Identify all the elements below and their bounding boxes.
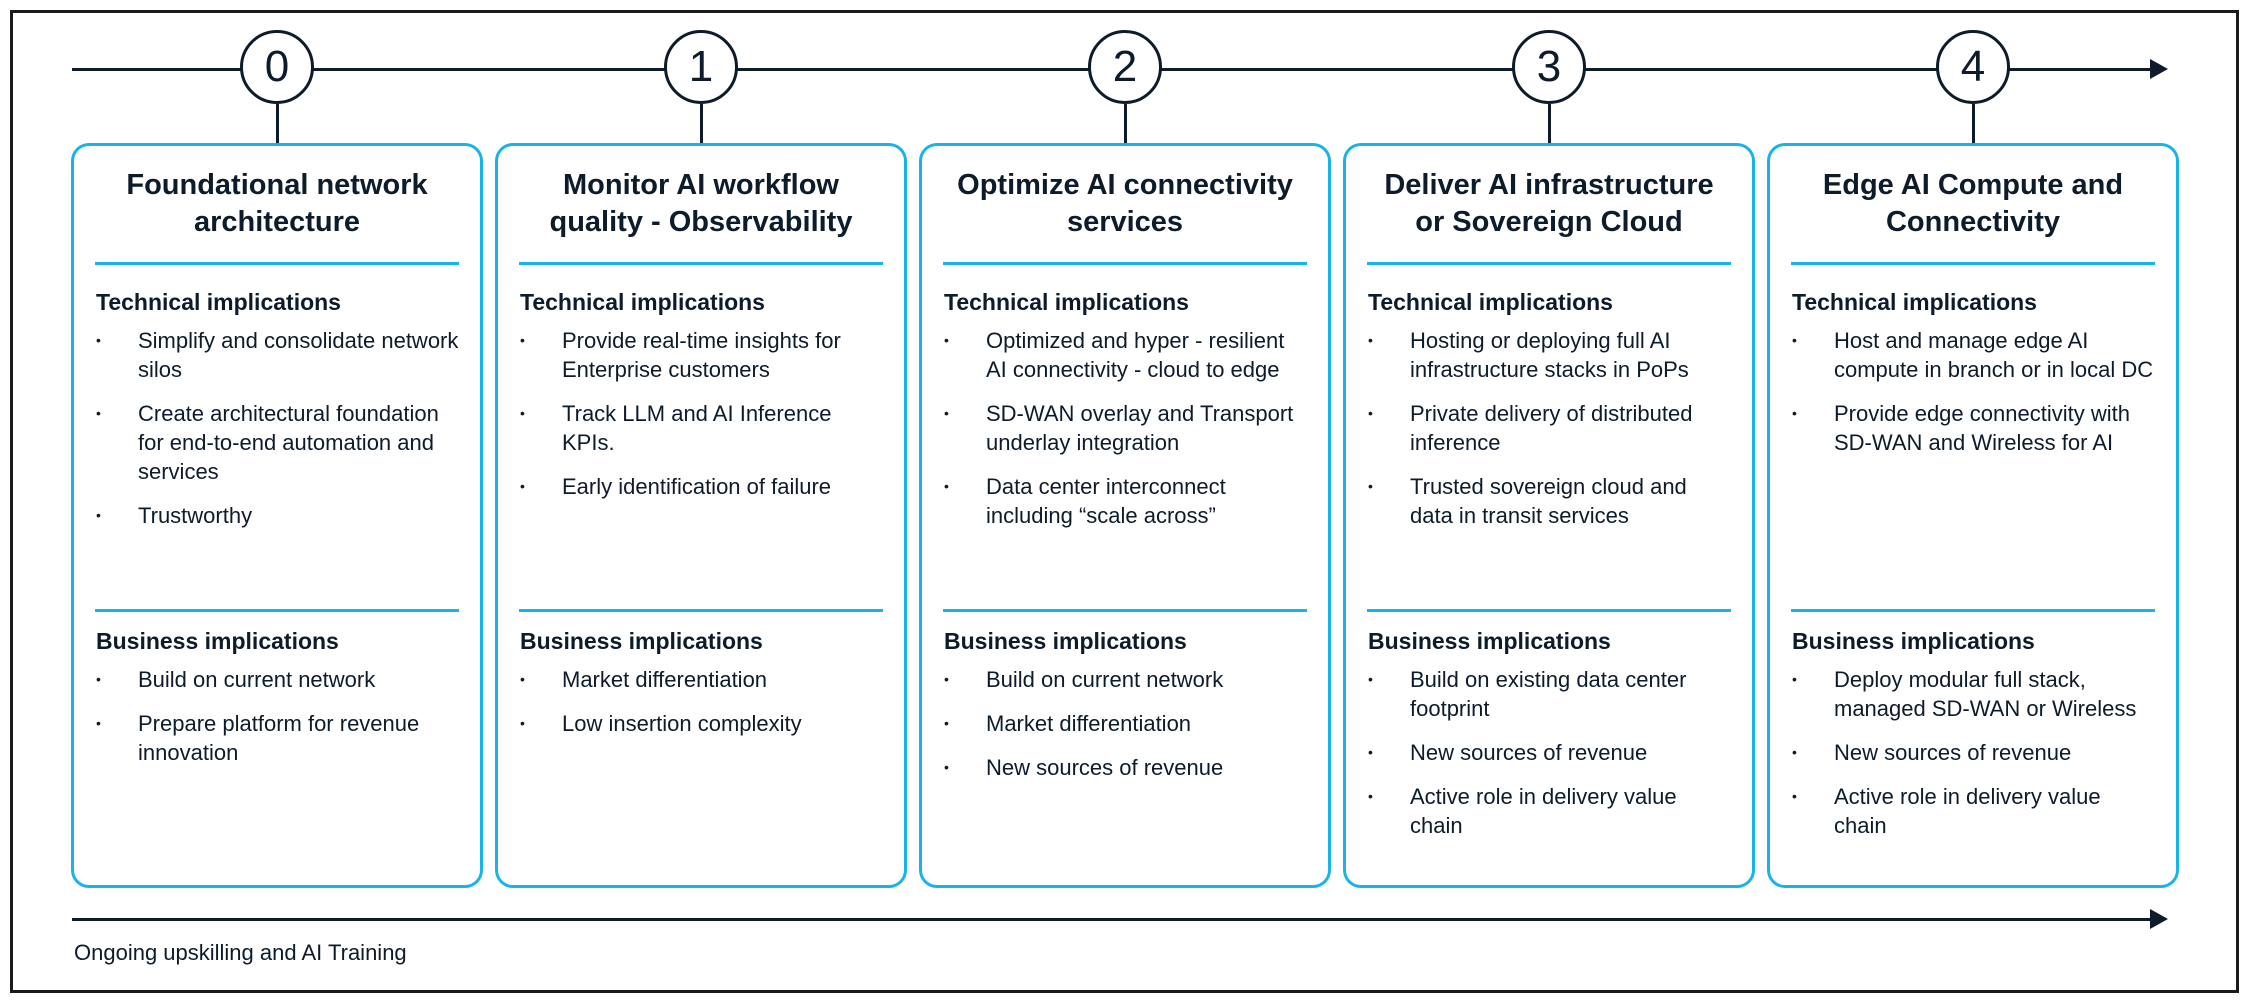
section-divider (1791, 609, 2155, 612)
business-implication-item: Market differentiation (520, 665, 886, 694)
business-implications-list: Build on existing data center footprintN… (1368, 665, 1734, 855)
technical-implication-item: Provide edge connectivity with SD-WAN an… (1792, 399, 2158, 457)
step-number-circle: 4 (1936, 30, 2010, 104)
training-axis (72, 918, 2150, 921)
technical-implications-list: Provide real-time insights for Enterpris… (520, 326, 886, 516)
technical-implication-item: Trusted sovereign cloud and data in tran… (1368, 472, 1734, 530)
business-implication-item: Build on current network (96, 665, 462, 694)
technical-implication-item: Optimized and hyper - resilient AI conne… (944, 326, 1310, 384)
technical-implication-item: Private delivery of distributed inferenc… (1368, 399, 1734, 457)
step-number-circle: 0 (240, 30, 314, 104)
step-connector (1971, 104, 1975, 144)
business-implications-list: Build on current networkMarket different… (944, 665, 1310, 797)
technical-implications-heading: Technical implications (96, 289, 341, 315)
step-connector (699, 104, 703, 144)
step-number-circle: 2 (1088, 30, 1162, 104)
step-card: Deliver AI infrastructure or Sovereign C… (1343, 143, 1755, 888)
business-implications-heading: Business implications (520, 628, 763, 654)
step-title: Monitor AI workflow quality - Observabil… (549, 169, 853, 238)
business-implications-heading: Business implications (96, 628, 339, 654)
business-implication-item: Prepare platform for revenue innovation (96, 709, 462, 767)
technical-implications-heading: Technical implications (520, 289, 765, 315)
step-title: Edge AI Compute and Connectivity (1822, 169, 2124, 238)
business-implication-item: New sources of revenue (1792, 738, 2158, 767)
business-implication-item: Active role in delivery value chain (1792, 782, 2158, 840)
business-implications-list: Deploy modular full stack, managed SD-WA… (1792, 665, 2158, 855)
technical-implication-item: SD-WAN overlay and Transport underlay in… (944, 399, 1310, 457)
technical-implication-item: Simplify and consolidate network silos (96, 326, 462, 384)
timeline-arrow-icon (2150, 59, 2168, 79)
step-title: Foundational network architecture (126, 169, 428, 238)
technical-implication-item: Trustworthy (96, 501, 462, 530)
step-connector (275, 104, 279, 144)
technical-implications-heading: Technical implications (1792, 289, 2037, 315)
title-divider (95, 262, 459, 265)
business-implication-item: Market differentiation (944, 709, 1310, 738)
title-divider (1367, 262, 1731, 265)
business-implication-item: New sources of revenue (1368, 738, 1734, 767)
step-title: Deliver AI infrastructure or Sovereign C… (1384, 169, 1714, 238)
technical-implications-list: Hosting or deploying full AI infrastruct… (1368, 326, 1734, 545)
technical-implications-heading: Technical implications (944, 289, 1189, 315)
business-implications-heading: Business implications (1792, 628, 2035, 654)
business-implication-item: Build on current network (944, 665, 1310, 694)
technical-implications-list: Optimized and hyper - resilient AI conne… (944, 326, 1310, 545)
business-implication-item: Deploy modular full stack, managed SD-WA… (1792, 665, 2158, 723)
technical-implications-list: Host and manage edge AI compute in branc… (1792, 326, 2158, 472)
technical-implications-heading: Technical implications (1368, 289, 1613, 315)
step-number-circle: 3 (1512, 30, 1586, 104)
business-implications-list: Market differentiationLow insertion comp… (520, 665, 886, 753)
technical-implication-item: Track LLM and AI Inference KPIs. (520, 399, 886, 457)
business-implications-heading: Business implications (944, 628, 1187, 654)
section-divider (943, 609, 1307, 612)
step-connector (1547, 104, 1551, 144)
training-arrow-icon (2150, 909, 2168, 929)
technical-implication-item: Hosting or deploying full AI infrastruct… (1368, 326, 1734, 384)
technical-implication-item: Host and manage edge AI compute in branc… (1792, 326, 2158, 384)
technical-implication-item: Provide real-time insights for Enterpris… (520, 326, 886, 384)
step-number-circle: 1 (664, 30, 738, 104)
business-implication-item: Low insertion complexity (520, 709, 886, 738)
step-title: Optimize AI connectivity services (957, 169, 1293, 238)
section-divider (95, 609, 459, 612)
business-implications-list: Build on current networkPrepare platform… (96, 665, 462, 782)
section-divider (1367, 609, 1731, 612)
business-implication-item: Build on existing data center footprint (1368, 665, 1734, 723)
technical-implication-item: Data center interconnect including “scal… (944, 472, 1310, 530)
step-connector (1123, 104, 1127, 144)
footer-label: Ongoing upskilling and AI Training (74, 940, 407, 965)
business-implications-heading: Business implications (1368, 628, 1611, 654)
section-divider (519, 609, 883, 612)
step-card: Monitor AI workflow quality - Observabil… (495, 143, 907, 888)
title-divider (519, 262, 883, 265)
technical-implications-list: Simplify and consolidate network silosCr… (96, 326, 462, 545)
business-implication-item: New sources of revenue (944, 753, 1310, 782)
technical-implication-item: Create architectural foundation for end-… (96, 399, 462, 486)
title-divider (943, 262, 1307, 265)
diagram-frame (10, 10, 2239, 993)
business-implication-item: Active role in delivery value chain (1368, 782, 1734, 840)
technical-implication-item: Early identification of failure (520, 472, 886, 501)
title-divider (1791, 262, 2155, 265)
